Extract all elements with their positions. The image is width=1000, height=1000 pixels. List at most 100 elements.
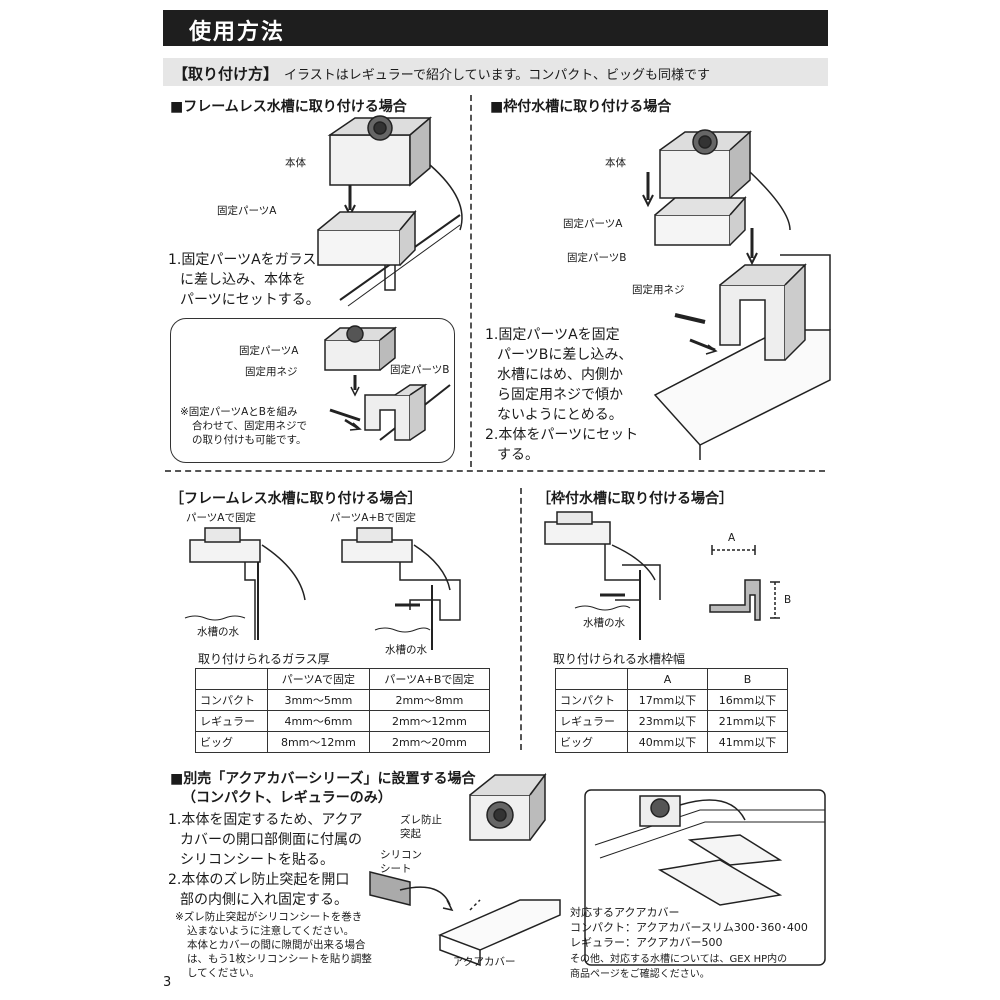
framed-label-part-b: 固定パーツB: [567, 252, 627, 264]
table-header-cell: パーツA+Bで固定: [368, 668, 491, 690]
callout-note-line: の取り付けも可能です。: [192, 434, 307, 446]
aquacover-note-line: ※ズレ防止突起がシリコンシートを巻き: [175, 911, 363, 923]
divider-vertical-top: [470, 95, 472, 467]
divider-vertical-mid: [520, 488, 522, 750]
aquacover-heading-1: ■別売「アクアカバーシリーズ」に設置する場合: [170, 771, 476, 787]
table-header-cell: [195, 668, 268, 690]
framed-step-line: パーツBに差し込み、: [497, 347, 633, 363]
aquacover-step-line: 2.本体のズレ防止突起を開口: [168, 872, 350, 888]
table-cell: 2mm〜12mm: [368, 710, 491, 732]
frameless-spec-water: 水槽の水: [197, 626, 239, 638]
table-cell: 41mm以下: [707, 731, 788, 753]
frameless-step-line: に差し込み、本体を: [180, 272, 306, 288]
table-cell: レギュラー: [555, 710, 628, 732]
frameless-spec-heading: ［フレームレス水槽に取り付ける場合］: [170, 491, 422, 507]
frameless-spec-table: パーツAで固定 パーツA+Bで固定 コンパクト 3mm〜5mm 2mm〜8mm …: [195, 668, 491, 753]
aquacover-label-protrusion: ズレ防止 突起: [400, 813, 442, 841]
table-row: コンパクト 17mm以下 16mm以下: [555, 689, 788, 711]
divider-horizontal-mid: [165, 470, 825, 472]
table-cell: 16mm以下: [707, 689, 788, 711]
aquacover-label-sheet: シリコン シート: [380, 848, 422, 876]
table-cell: 40mm以下: [627, 731, 708, 753]
frameless-spec-cap-ab: パーツA+Bで固定: [330, 512, 416, 524]
frameless-label-body: 本体: [285, 157, 306, 169]
frameless-spec-table-title: 取り付けられるガラス厚: [198, 652, 330, 666]
frameless-illustration: [317, 115, 463, 307]
table-cell: コンパクト: [195, 689, 268, 711]
table-cell: 2mm〜8mm: [368, 689, 491, 711]
table-cell: コンパクト: [555, 689, 628, 711]
table-header-cell: B: [707, 668, 788, 690]
table-cell: 8mm〜12mm: [267, 731, 370, 753]
aquacover-note-line: は、もう1枚シリコンシートを貼り調整: [187, 953, 372, 965]
framed-step-line: 1.固定パーツAを固定: [485, 327, 620, 343]
aquacover-heading-2: （コンパクト、レギュラーのみ）: [182, 790, 392, 806]
callout-illustration: [324, 325, 451, 441]
subheader: 【取り付け方】イラストはレギュラーで紹介しています。コンパクト、ビッグも同様です: [163, 58, 828, 86]
callout-label-screw: 固定用ネジ: [245, 366, 298, 378]
table-header-cell: パーツAで固定: [267, 668, 370, 690]
framed-spec-table: A B コンパクト 17mm以下 16mm以下 レギュラー 23mm以下 21m…: [555, 668, 788, 753]
frameless-spec-cap-a: パーツAで固定: [186, 512, 256, 524]
aquacover-diagrams: [369, 772, 826, 967]
framed-spec-diagram: [544, 511, 780, 640]
page-title: 使用方法: [163, 10, 828, 46]
aquacover-note-line: 本体とカバーの間に隙間が出来る場合: [187, 939, 366, 951]
framed-illustration: [642, 129, 831, 460]
table-cell: 17mm以下: [627, 689, 708, 711]
aquacover-step-line: 1.本体を固定するため、アクア: [168, 812, 363, 828]
framed-step-line: ら固定用ネジで傾か: [497, 387, 623, 403]
framed-spec-dim-a: A: [728, 532, 736, 544]
aquacover-note: ※ズレ防止突起がシリコンシートを巻き 込まないように注意してください。 本体とカ…: [175, 910, 372, 980]
aquacover-compat-note: 商品ページをご確認ください。: [570, 969, 710, 980]
aquacover-step-1: 1.本体を固定するため、アクア カバーの開口部側面に付属の シリコンシートを貼る…: [168, 810, 363, 870]
framed-steps-2: 2.本体をパーツにセット する。: [485, 425, 638, 465]
aquacover-compat-line: コンパクト：アクアカバースリム300･360･400: [570, 921, 808, 934]
frameless-callout: [170, 318, 455, 463]
table-row: コンパクト 3mm〜5mm 2mm〜8mm: [195, 689, 491, 711]
table-cell: 3mm〜5mm: [267, 689, 370, 711]
framed-heading: ■枠付水槽に取り付ける場合: [490, 99, 672, 115]
frameless-label-part-a: 固定パーツA: [217, 205, 277, 217]
table-header-cell: [555, 668, 628, 690]
aquacover-step-line: シリコンシートを貼る。: [180, 852, 334, 868]
aquacover-step-line: 部の内側に入れ固定する。: [180, 892, 348, 908]
aquacover-compat-title: 対応するアクアカバー: [570, 906, 680, 919]
table-cell: ビッグ: [195, 731, 268, 753]
table-cell: 2mm〜20mm: [368, 731, 491, 753]
aquacover-note-line: 込まないように注意してください。: [187, 925, 355, 937]
aquacover-label-line: シート: [380, 863, 412, 875]
table-cell: レギュラー: [195, 710, 268, 732]
aquacover-label-line: ズレ防止: [400, 814, 442, 826]
frameless-spec-diagrams: [184, 527, 461, 650]
frameless-heading: ■フレームレス水槽に取り付ける場合: [170, 99, 407, 115]
framed-step-line: 2.本体をパーツにセット: [485, 427, 639, 443]
page-number: 3: [163, 975, 172, 990]
aquacover-label-line: シリコン: [380, 849, 422, 861]
aquacover-step-line: カバーの開口部側面に付属の: [180, 832, 362, 848]
frameless-step-line: 1.固定パーツAをガラス: [168, 252, 317, 268]
aquacover-step-2: 2.本体のズレ防止突起を開口 部の内側に入れ固定する。: [168, 870, 349, 910]
table-row: レギュラー 23mm以下 21mm以下: [555, 710, 788, 732]
table-cell: 21mm以下: [707, 710, 788, 732]
framed-spec-dim-b: B: [784, 594, 792, 606]
table-header-row: パーツAで固定 パーツA+Bで固定: [195, 668, 491, 690]
framed-spec-heading: ［枠付水槽に取り付ける場合］: [537, 491, 733, 507]
table-cell: 23mm以下: [627, 710, 708, 732]
callout-note: ※固定パーツAとBを組み 合わせて、固定用ネジで の取り付けも可能です。: [180, 405, 307, 447]
aquacover-label-line: 突起: [400, 828, 421, 840]
table-row: ビッグ 8mm〜12mm 2mm〜20mm: [195, 731, 491, 753]
framed-spec-table-title: 取り付けられる水槽枠幅: [553, 652, 686, 666]
table-cell: 4mm〜6mm: [267, 710, 370, 732]
frameless-step-line: パーツにセットする。: [180, 292, 320, 308]
callout-label-part-a: 固定パーツA: [239, 345, 299, 357]
table-row: レギュラー 4mm〜6mm 2mm〜12mm: [195, 710, 491, 732]
subheader-label: 【取り付け方】: [173, 65, 279, 83]
callout-label-part-b: 固定パーツB: [390, 364, 450, 376]
aquacover-compat-note: その他、対応する水槽については、GEX HP内の: [570, 954, 788, 965]
table-row: ビッグ 40mm以下 41mm以下: [555, 731, 788, 753]
framed-step-line: ないようにとめる。: [497, 407, 623, 423]
framed-label-screw: 固定用ネジ: [632, 284, 685, 296]
aquacover-note-line: してください。: [187, 967, 260, 979]
